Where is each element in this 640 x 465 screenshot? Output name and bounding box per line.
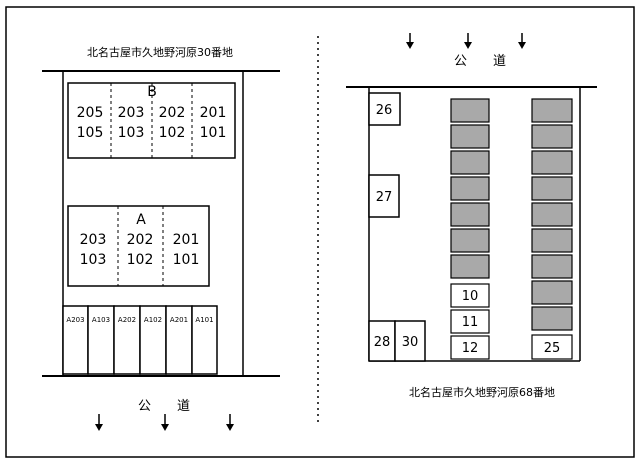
unit-number: 103 [80, 252, 107, 268]
parking-label: 28 [374, 335, 391, 350]
unit-number: 101 [200, 125, 227, 141]
outer-frame [5, 6, 635, 458]
parking-space [450, 283, 490, 308]
building-a-outline [67, 205, 210, 287]
down-arrow-icon [406, 33, 414, 49]
building-b: B 205 105 203 103 202 102 201 101 [67, 82, 236, 159]
left-road-label: 公 道 [138, 399, 190, 414]
unit-number: 102 [159, 125, 186, 141]
occupied-space [531, 98, 573, 123]
occupied-space [531, 202, 573, 227]
right-parking-column: 25 [531, 98, 573, 360]
parking-label: 12 [462, 341, 479, 356]
unit-number: 203 [118, 105, 145, 121]
down-arrow-icon [226, 414, 234, 431]
parking-label: A202 [118, 316, 136, 324]
left-parking-row: A203 A103 A202 A102 A201 A101 [62, 305, 218, 375]
building-b-label: B [147, 84, 157, 100]
parking-label: A103 [92, 316, 110, 324]
occupied-space [531, 150, 573, 175]
unit-number: 202 [127, 232, 154, 248]
parking-space [531, 334, 573, 360]
occupied-space [450, 176, 490, 201]
occupied-space [450, 98, 490, 123]
parking-label: 25 [544, 341, 561, 356]
occupied-space [531, 228, 573, 253]
occupied-space [531, 280, 573, 305]
parking-space [368, 174, 400, 218]
parking-label: 27 [376, 190, 393, 205]
unit-number: 202 [159, 105, 186, 121]
parking-space [368, 320, 396, 362]
parking-space [165, 305, 193, 375]
occupied-space [531, 254, 573, 279]
unit-number: 201 [200, 105, 227, 121]
parking-space [368, 92, 401, 126]
right-address: 北名古屋市久地野河原68番地 [409, 385, 555, 399]
parking-label: A201 [170, 316, 188, 324]
down-arrow-icon [95, 414, 103, 431]
occupied-space [450, 228, 490, 253]
occupied-space [450, 202, 490, 227]
down-arrow-icon [464, 33, 472, 49]
building-a-label: A [136, 212, 146, 228]
right-site: 公 道 26 27 28 30 10 11 12 [346, 33, 597, 399]
right-road-label: 公 道 [454, 54, 506, 69]
parking-label: A101 [195, 316, 213, 324]
unit-number: 203 [80, 232, 107, 248]
left-address: 北名古屋市久地野河原30番地 [87, 45, 233, 59]
occupied-space [531, 306, 573, 331]
unit-number: 201 [173, 232, 200, 248]
occupied-space [450, 254, 490, 279]
unit-number: 105 [77, 125, 104, 141]
unit-number: 205 [77, 105, 104, 121]
down-arrow-icon [161, 414, 169, 431]
parking-space [450, 309, 490, 334]
parking-label: 11 [462, 315, 479, 330]
occupied-space [450, 124, 490, 149]
parking-label: 10 [462, 289, 479, 304]
unit-number: 102 [127, 252, 154, 268]
occupied-space [531, 124, 573, 149]
parking-label: 30 [402, 335, 419, 350]
down-arrow-icon [518, 33, 526, 49]
left-site: 北名古屋市久地野河原30番地 B 205 105 203 103 202 102… [42, 45, 280, 431]
parking-space [394, 320, 426, 362]
middle-parking-column: 10 11 12 [450, 98, 490, 360]
parking-label: A203 [66, 316, 84, 324]
occupied-space [531, 176, 573, 201]
unit-number: 103 [118, 125, 145, 141]
parking-space [191, 305, 218, 375]
parking-label: A102 [144, 316, 162, 324]
unit-number: 101 [173, 252, 200, 268]
parking-space [450, 335, 490, 360]
building-a: A 203 103 202 102 201 101 [67, 205, 210, 287]
occupied-space [450, 150, 490, 175]
parking-label: 26 [376, 103, 393, 118]
